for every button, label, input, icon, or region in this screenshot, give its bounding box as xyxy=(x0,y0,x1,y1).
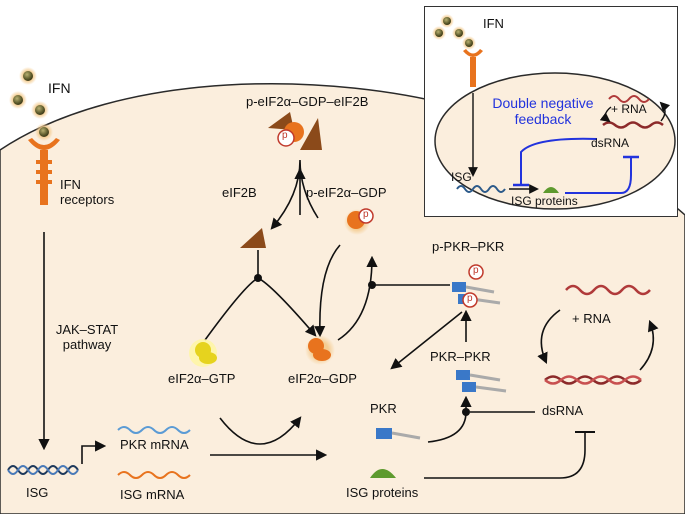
ifn-molecules xyxy=(9,67,53,141)
ifn-receptor xyxy=(28,138,60,205)
eif2a-gtp-shape xyxy=(189,339,217,367)
p-pkr-pkr-label: p-PKR–PKR xyxy=(432,239,505,254)
isg-mrna xyxy=(117,471,191,479)
inset-title: Double negative feedback xyxy=(492,95,594,128)
inset-plus-rna xyxy=(608,95,650,103)
rna-to-dsrna-arrow xyxy=(537,309,561,365)
inset-ifn-label: IFN xyxy=(483,16,504,31)
isg-label: ISG xyxy=(26,485,49,500)
pkr-label: PKR xyxy=(370,401,397,416)
eif2b-label: eIF2B xyxy=(222,185,257,200)
eif2b-shape xyxy=(240,228,266,248)
plus-rna-strand xyxy=(565,284,651,296)
eif2a-gdp-label: eIF2α–GDP xyxy=(288,371,357,386)
transcription-arrow xyxy=(81,440,107,464)
curve-gtp-gdp xyxy=(219,416,302,445)
inset-ifn-molecules xyxy=(432,14,476,50)
pkr-mrna xyxy=(117,426,191,434)
isg-dna xyxy=(7,465,79,475)
dsrna-helix xyxy=(544,375,642,385)
p-pkr-pkr-shape xyxy=(452,264,501,308)
p-eif2a-gdp-shape xyxy=(344,208,374,235)
eif2a-gdp-shape xyxy=(305,335,335,365)
inset-isg-protein xyxy=(543,187,559,193)
inset-feedback-b xyxy=(565,157,632,194)
inset-dsrna xyxy=(602,121,664,129)
inset-receptor xyxy=(463,49,483,87)
eif2a-gtp-label: eIF2α–GTP xyxy=(168,371,236,386)
inset-cycle-left xyxy=(599,106,612,123)
inset-dsrna-label: dsRNA xyxy=(591,136,630,150)
pkr-shape xyxy=(376,428,421,440)
pkr-pkr-shape xyxy=(456,370,507,393)
plus-rna-label: + RNA xyxy=(572,311,611,326)
phospho-marker: p xyxy=(363,209,369,220)
inset-plus-rna-label: + RNA xyxy=(611,102,647,116)
inset-cycle-right xyxy=(659,101,671,122)
pkr-pkr-label: PKR–PKR xyxy=(430,349,491,364)
isg-protein-shape xyxy=(370,469,396,478)
dimer-node xyxy=(462,408,470,416)
phospho-marker: p xyxy=(467,293,473,304)
jak-stat-label: JAK–STAT pathway xyxy=(55,322,119,352)
phospho-marker: p xyxy=(473,265,479,276)
dsrna-to-rna-arrow xyxy=(639,319,659,371)
isg-proteins-label: ISG proteins xyxy=(346,485,419,500)
ifn-label: IFN xyxy=(48,80,71,96)
inset-isg-dna xyxy=(456,185,506,193)
p-eif2a-gdp-eif2b-label: p-eIF2α–GDP–eIF2B xyxy=(246,94,369,109)
inset-isg-proteins-label: ISG proteins xyxy=(511,194,578,208)
p-pkr-to-pkr-arrow xyxy=(390,311,463,370)
ifn-receptors-label: IFN receptors xyxy=(60,177,115,207)
isg-inhibition xyxy=(424,432,586,479)
p-eif2a-gdp-label: p-eIF2α–GDP xyxy=(306,185,387,200)
p-eif2a-gdp-eif2b-complex xyxy=(268,112,322,150)
inset-isg-label: ISG xyxy=(451,170,472,184)
phospho-marker: p xyxy=(282,130,288,141)
p-eif2a-to-eif2a xyxy=(314,244,341,338)
isg-mrna-label: ISG mRNA xyxy=(120,487,185,502)
eif2a-to-p-eif2a xyxy=(337,255,378,341)
complex-arrows xyxy=(272,159,319,228)
pkr-mrna-label: PKR mRNA xyxy=(120,437,189,452)
inset-feedback-a xyxy=(520,137,598,185)
inset-panel: IFN Double negative feedback + RNA dsRNA… xyxy=(424,6,678,217)
pkr-node xyxy=(368,281,376,289)
dsrna-label: dsRNA xyxy=(542,403,584,418)
inset-canvas xyxy=(432,14,676,210)
